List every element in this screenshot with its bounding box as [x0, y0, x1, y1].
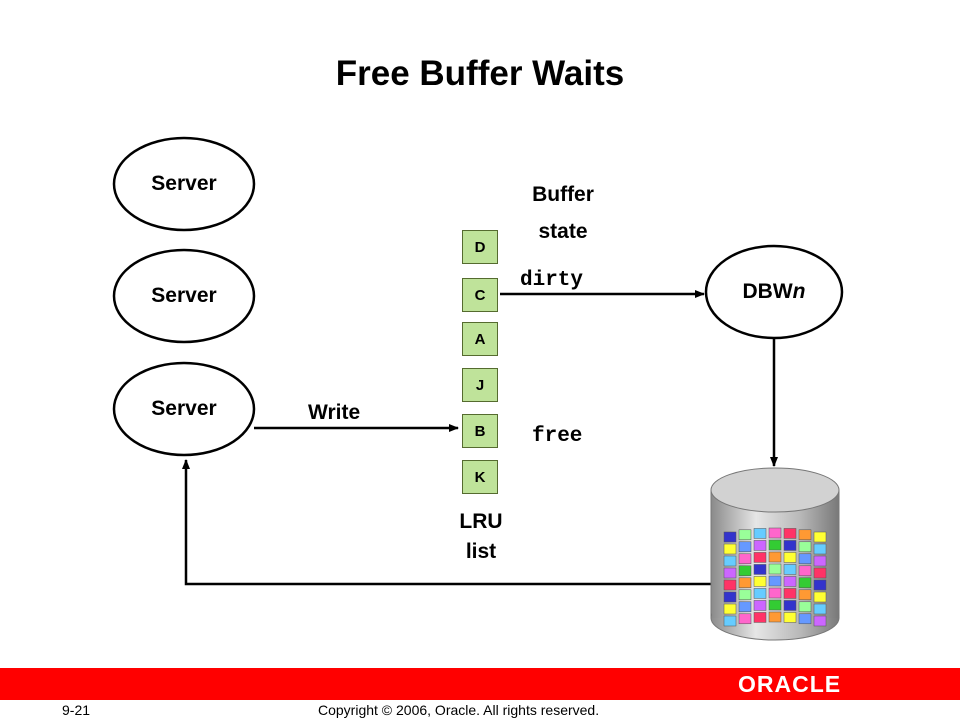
lru-label-line2: list [465, 540, 497, 563]
disk-block [753, 600, 767, 611]
disk-block [753, 576, 767, 587]
write-label: Write [308, 401, 361, 424]
buffer-block-k: K [462, 460, 498, 494]
buffer-block-d: D [462, 230, 498, 264]
disk-block [723, 567, 737, 579]
disk-block [798, 529, 812, 541]
page-title: Free Buffer Waits [335, 54, 625, 93]
disk-block [783, 588, 797, 599]
disk-block [738, 565, 752, 577]
database-cylinder-icon [710, 467, 840, 641]
disk-block [753, 612, 767, 623]
disk-block [723, 531, 737, 543]
disk-block [813, 579, 827, 591]
disk-block [768, 611, 782, 623]
oracle-logo: ORACLE [738, 671, 842, 697]
disk-block [738, 553, 752, 565]
footer-brand-bar [0, 668, 960, 700]
dbwn-label: DBWn [742, 280, 806, 303]
buffer-block-b: B [462, 414, 498, 448]
disk-block [723, 579, 737, 591]
disk-block [738, 589, 752, 601]
disk-block [768, 563, 782, 575]
disk-block [798, 541, 812, 553]
disk-block [753, 552, 767, 563]
disk-block [723, 603, 737, 615]
disk-block [768, 527, 782, 539]
disk-block [798, 589, 812, 601]
buffer-block-c: C [462, 278, 498, 312]
disk-block [813, 543, 827, 555]
server-node-1 [112, 136, 256, 232]
disk-block [738, 529, 752, 541]
server-node-3 [112, 361, 256, 457]
disk-block [723, 555, 737, 567]
disk-to-server-arrow [182, 459, 716, 586]
copyright-text: Copyright © 2006, Oracle. All rights res… [318, 702, 600, 718]
server-node-2 [112, 248, 256, 344]
disk-block [768, 587, 782, 599]
disk-block [783, 540, 797, 551]
disk-block [768, 551, 782, 563]
disk-block [813, 603, 827, 615]
disk-block [798, 577, 812, 589]
disk-block [813, 615, 827, 627]
disk-block [798, 601, 812, 613]
dirty-label: dirty [520, 269, 584, 292]
disk-block [768, 539, 782, 551]
disk-block [723, 591, 737, 603]
server-label-2: Server [151, 284, 217, 307]
disk-block [768, 599, 782, 611]
disk-block [783, 600, 797, 611]
disk-block [783, 564, 797, 575]
disk-block [783, 612, 797, 623]
disk-block [813, 591, 827, 603]
disk-block [738, 613, 752, 625]
disk-block [738, 541, 752, 553]
disk-block [738, 601, 752, 613]
page-number: 9-21 [62, 702, 91, 718]
disk-block [753, 588, 767, 599]
buffer-block-j: J [462, 368, 498, 402]
disk-block [738, 577, 752, 589]
buffer-state-label-line2: state [538, 220, 588, 243]
buffer-block-a: A [462, 322, 498, 356]
server-label-3: Server [151, 397, 217, 420]
disk-block [813, 555, 827, 567]
disk-block [783, 528, 797, 539]
disk-block [813, 531, 827, 543]
disk-block [798, 553, 812, 565]
disk-block [723, 615, 737, 627]
disk-block [753, 540, 767, 551]
disk-block [783, 552, 797, 563]
server-label-1: Server [151, 172, 217, 195]
buffer-state-label-line1: Buffer [532, 183, 594, 206]
disk-block [798, 613, 812, 625]
disk-block [813, 567, 827, 579]
disk-block [723, 543, 737, 555]
disk-block [753, 528, 767, 539]
disk-block [783, 576, 797, 587]
disk-block [753, 564, 767, 575]
disk-block [768, 575, 782, 587]
lru-label-line1: LRU [459, 510, 503, 533]
free-label: free [532, 425, 583, 448]
disk-block [798, 565, 812, 577]
